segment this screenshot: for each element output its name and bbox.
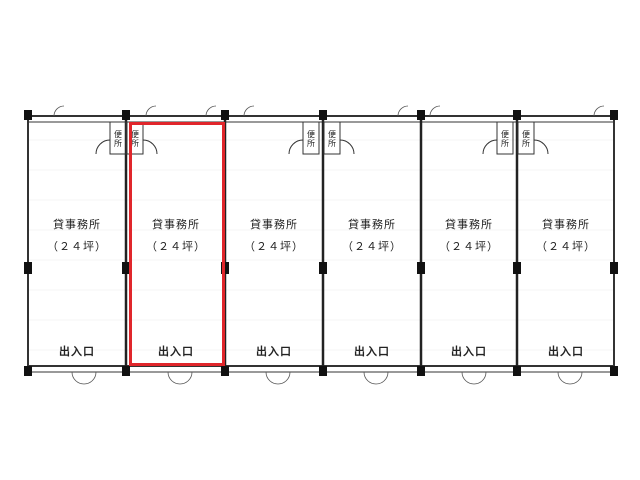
unit-6-exit-label: 出入口 (548, 345, 584, 358)
unit-6-toilet-label: 便所 (522, 130, 530, 148)
unit-4-name: 貸事務所 (348, 218, 396, 231)
unit-2-toilet-label: 便所 (131, 130, 139, 148)
toilet-cubicles (95, 121, 549, 155)
unit-4-exit-label: 出入口 (354, 345, 390, 358)
floor-grid (28, 139, 614, 351)
unit-2-name: 貸事務所 (152, 218, 200, 231)
unit-3-size: （２４坪） (244, 240, 304, 253)
unit-1-size: （２４坪） (47, 240, 107, 253)
unit-6-size: （２４坪） (536, 240, 596, 253)
unit-5-name: 貸事務所 (445, 218, 493, 231)
unit-4-size: （２４坪） (342, 240, 402, 253)
unit-5-exit-label: 出入口 (451, 345, 487, 358)
unit-2-exit-label: 出入口 (158, 345, 194, 358)
rear-doors (53, 105, 605, 117)
unit-3-exit-label: 出入口 (256, 345, 292, 358)
unit-3-name: 貸事務所 (250, 218, 298, 231)
entrance-doors (71, 371, 583, 385)
unit-5-toilet-label: 便所 (501, 130, 509, 148)
unit-4-toilet-label: 便所 (328, 130, 336, 148)
partition-walls (124, 116, 519, 372)
structural-columns (24, 110, 618, 376)
unit-1-toilet-label: 便所 (114, 130, 122, 148)
unit-2-size: （２４坪） (146, 240, 206, 253)
unit-1-exit-label: 出入口 (59, 345, 95, 358)
unit-6-name: 貸事務所 (542, 218, 590, 231)
unit-5-size: （２４坪） (439, 240, 499, 253)
unit-3-toilet-label: 便所 (307, 130, 315, 148)
unit-1-name: 貸事務所 (53, 218, 101, 231)
